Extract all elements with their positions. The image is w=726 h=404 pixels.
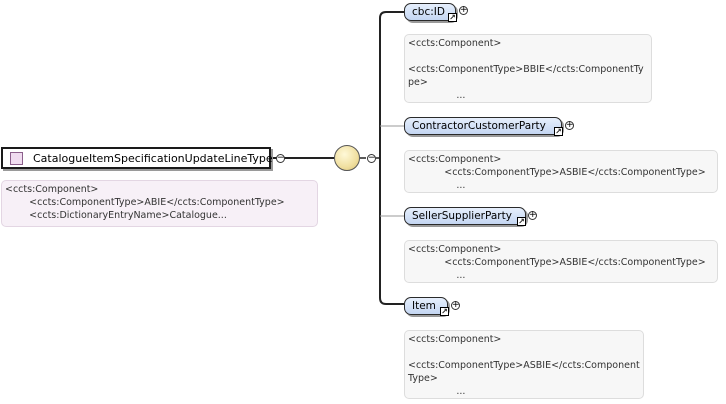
element-documentation: <ccts:Component> <ccts:ComponentType>ASB… — [404, 240, 718, 283]
reference-arrow-icon: ↗ — [517, 217, 526, 226]
collapse-icon[interactable]: − — [276, 153, 285, 163]
reference-arrow-icon: ↗ — [554, 127, 563, 136]
expand-icon[interactable]: + — [459, 5, 468, 15]
element-contractor-customer-party[interactable]: ContractorCustomerParty — [404, 117, 562, 135]
element-cbc-id[interactable]: cbc:ID — [404, 3, 456, 21]
element-documentation: <ccts:Component> <ccts:ComponentType>ASB… — [404, 330, 644, 399]
root-type-name: CatalogueItemSpecificationUpdateLineType — [33, 151, 273, 165]
root-type-box[interactable]: CatalogueItemSpecificationUpdateLineType — [1, 147, 273, 169]
expand-icon[interactable]: + — [528, 210, 537, 220]
element-name: cbc:ID — [412, 6, 445, 18]
compositor-collapse-icon[interactable]: − — [367, 153, 376, 163]
element-seller-supplier-party[interactable]: SellerSupplierParty — [404, 207, 526, 225]
reference-arrow-icon: ↗ — [440, 307, 449, 316]
root-documentation: <ccts:Component> <ccts:ComponentType>ABI… — [1, 180, 318, 227]
element-name: Item — [412, 300, 436, 312]
sequence-compositor-icon[interactable] — [334, 145, 360, 171]
element-name: SellerSupplierParty — [412, 210, 512, 222]
complex-type-icon — [10, 151, 23, 165]
element-documentation: <ccts:Component> <ccts:ComponentType>BBI… — [404, 34, 652, 103]
element-documentation: <ccts:Component> <ccts:ComponentType>ASB… — [404, 150, 718, 193]
expand-icon[interactable]: + — [565, 120, 574, 130]
element-name: ContractorCustomerParty — [412, 120, 546, 132]
reference-arrow-icon: ↗ — [448, 13, 457, 22]
expand-icon[interactable]: + — [451, 300, 460, 310]
element-item[interactable]: Item — [404, 297, 448, 315]
